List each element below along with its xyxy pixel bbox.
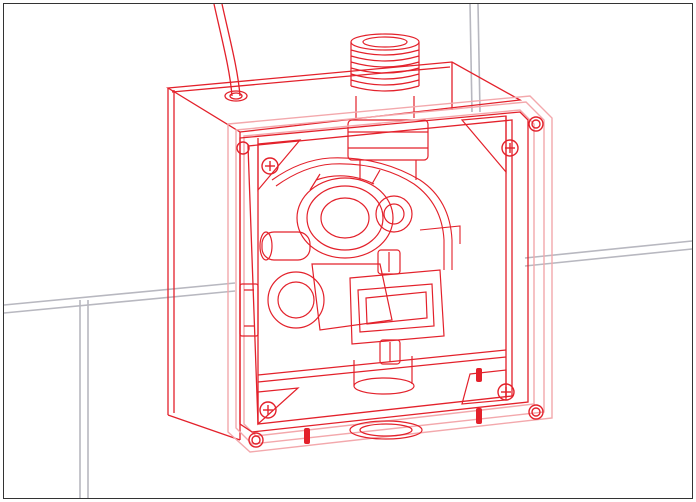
pipe-connection-thread bbox=[350, 33, 420, 118]
wall-tile-lines bbox=[3, 3, 693, 498]
flow-regulator bbox=[349, 249, 445, 365]
outlet-pipe bbox=[349, 356, 423, 440]
solenoid-valve bbox=[259, 169, 413, 331]
screw-bottom-left bbox=[248, 401, 277, 448]
bottom-pins bbox=[304, 368, 482, 444]
screw-top-left bbox=[236, 141, 279, 175]
screw-bottom-right bbox=[497, 383, 544, 420]
electrical-cable bbox=[213, 3, 248, 102]
cover-frame bbox=[227, 95, 553, 453]
screw-top-right bbox=[501, 116, 544, 157]
mounting-screws bbox=[236, 116, 544, 448]
internal-tubing bbox=[271, 157, 461, 270]
image-frame bbox=[3, 3, 693, 499]
side-bracket bbox=[239, 283, 259, 337]
